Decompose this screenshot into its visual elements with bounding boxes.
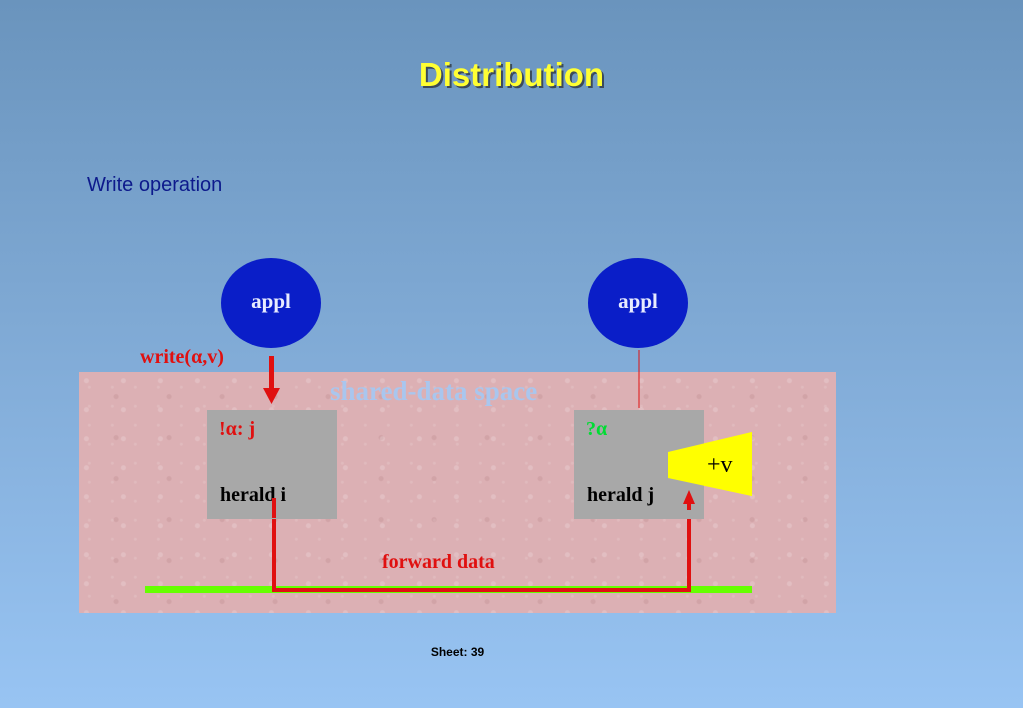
slide-title: Distribution (418, 56, 605, 93)
herald-j-state: ?α (586, 418, 608, 440)
write-operation-label: write(α,v) (140, 346, 224, 368)
slide-subtitle: Write operation (87, 174, 223, 196)
write-arrow-head (263, 388, 280, 404)
appl-left-label: appl (251, 288, 291, 313)
sheet-number: Sheet: 39 (430, 645, 485, 659)
shared-data-space-region (79, 372, 836, 613)
value-funnel (668, 432, 752, 496)
appl-node-left: appl (221, 258, 321, 348)
write-arrow-shaft (269, 356, 274, 388)
herald-i-name: herald i (220, 484, 287, 506)
forward-data-arrow-tip (683, 490, 695, 504)
value-label: +v (707, 452, 733, 478)
herald-j-name: herald j (587, 484, 655, 506)
shared-data-space-label: shared-data space (330, 376, 538, 406)
forward-data-path (272, 498, 691, 592)
appl-right-label: appl (618, 288, 658, 313)
forward-data-label: forward data (382, 551, 495, 573)
forward-data-path-start (272, 498, 276, 518)
herald-j-box: ?α herald j (574, 410, 704, 519)
appl-node-right: appl (588, 258, 688, 348)
herald-i-state: !α: j (219, 418, 256, 440)
